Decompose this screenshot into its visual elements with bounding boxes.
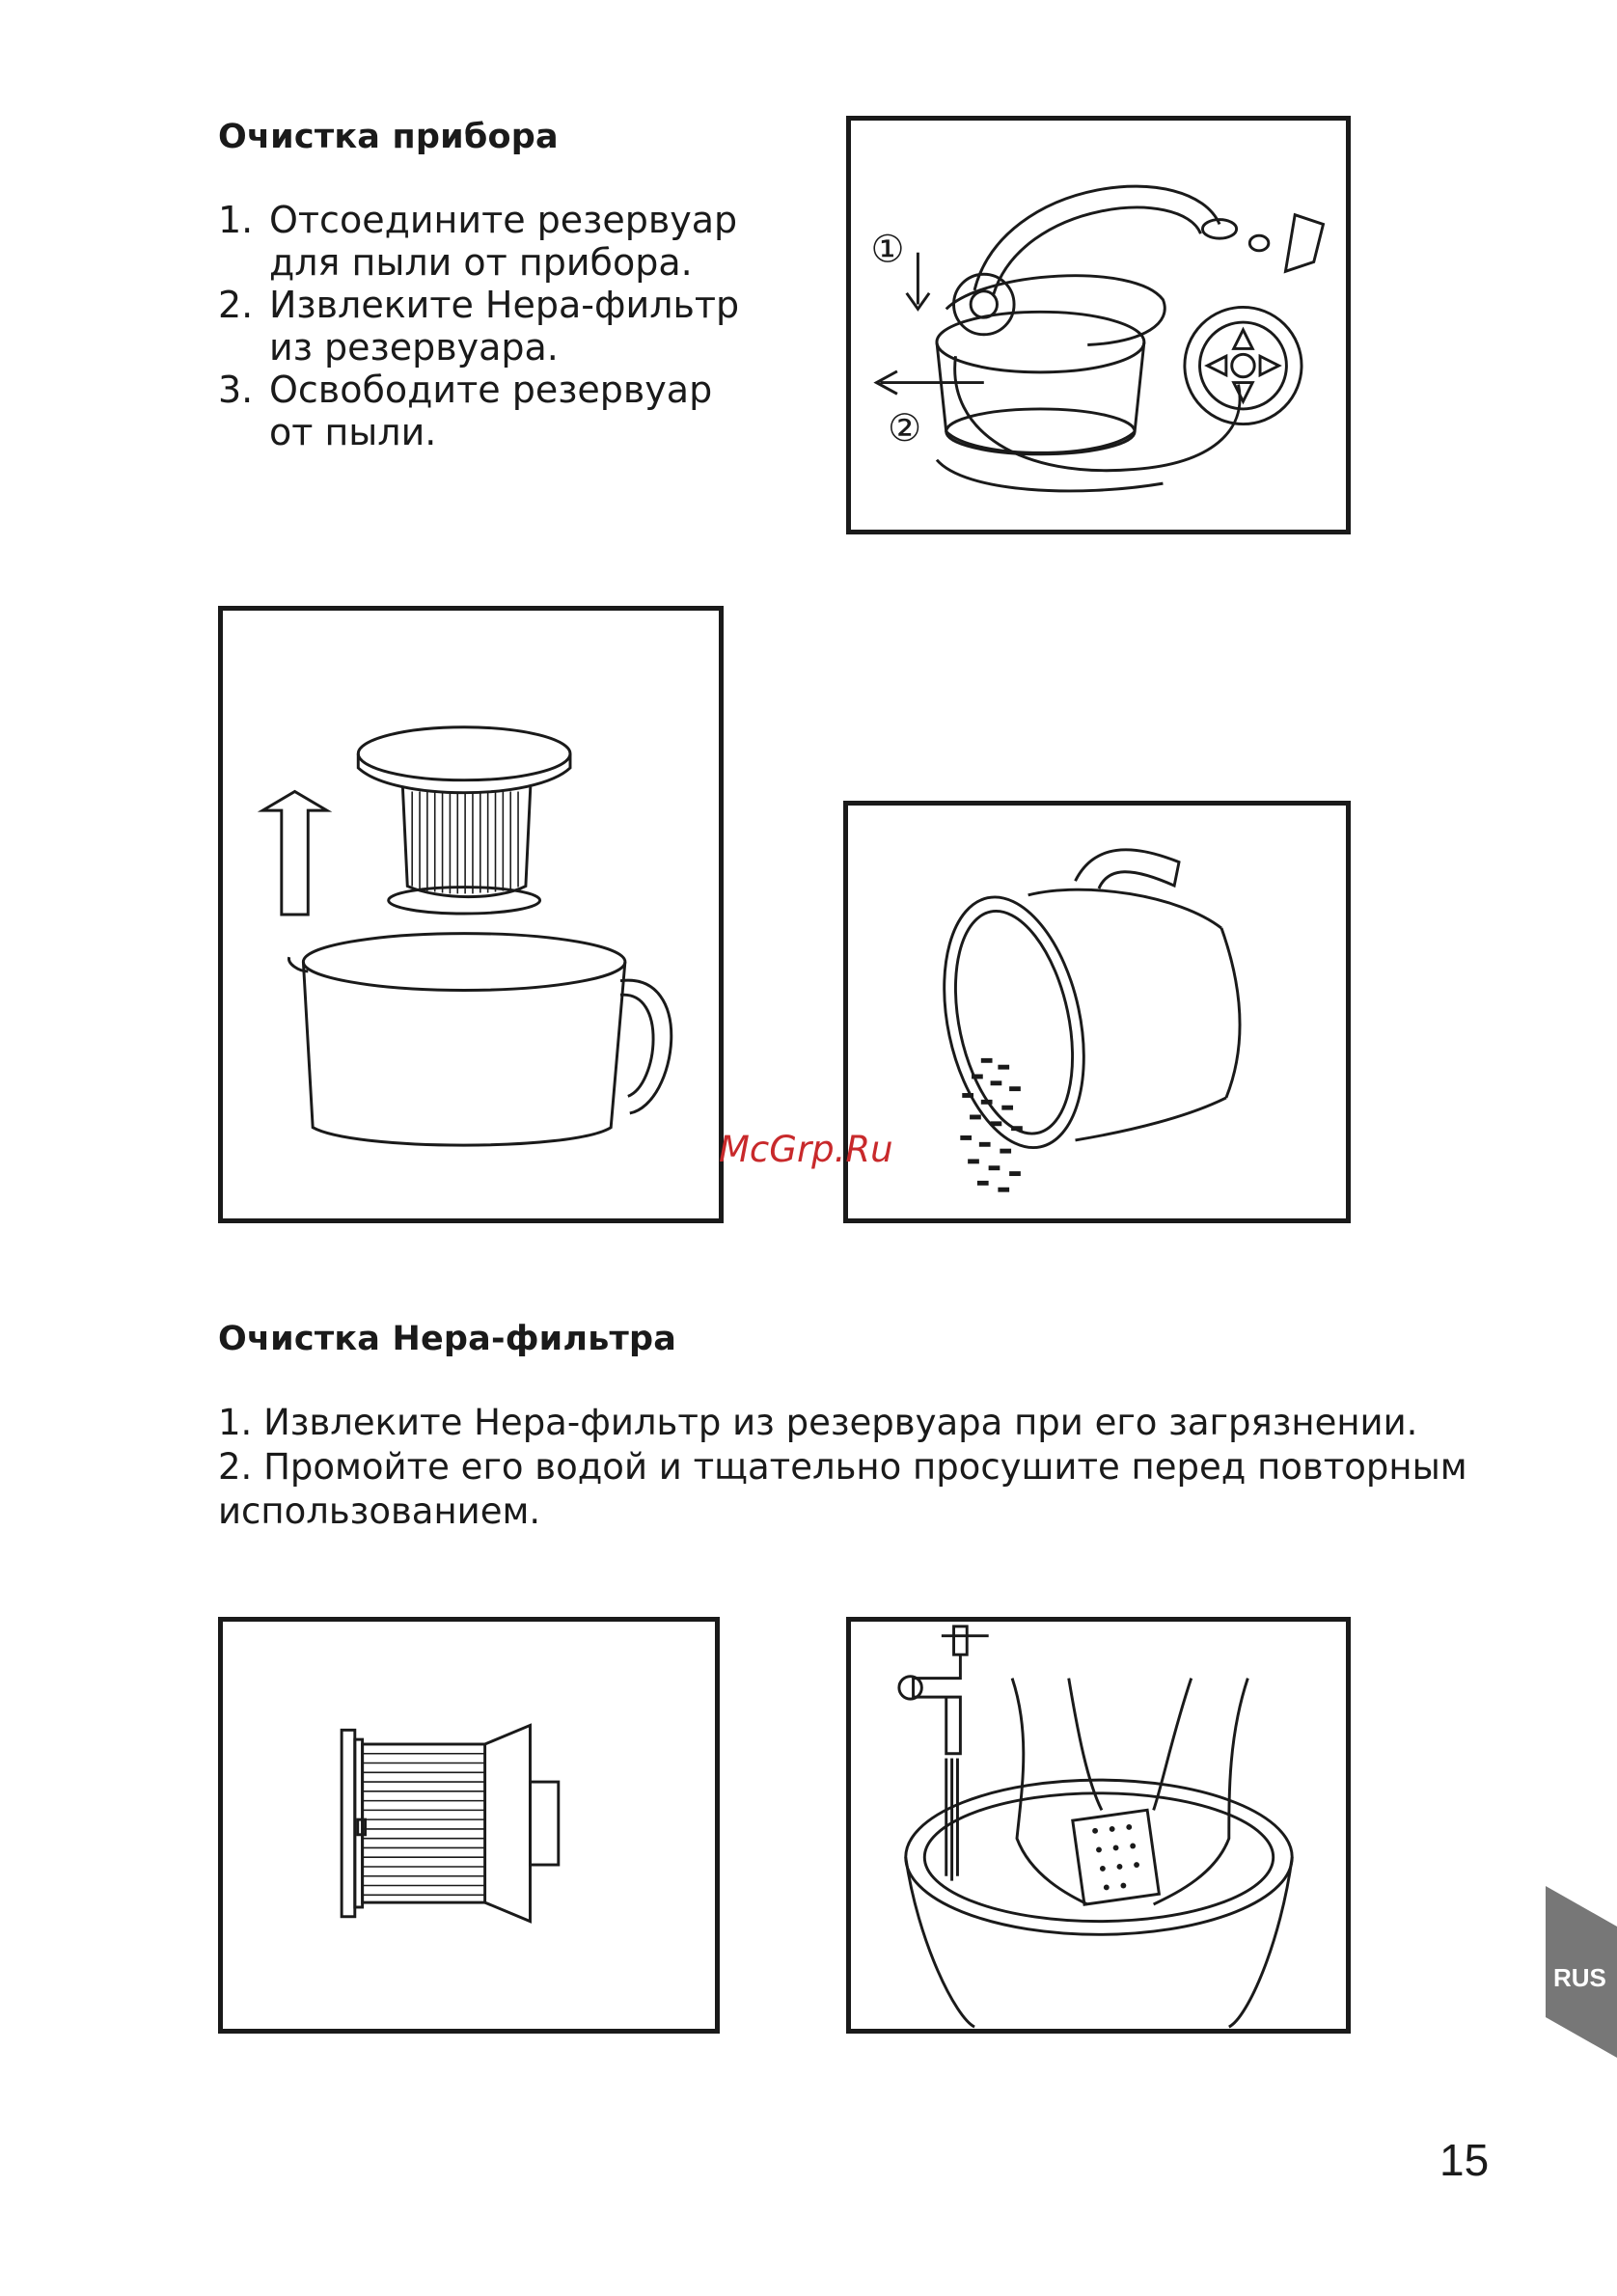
figure-wash-filter — [846, 1617, 1351, 2034]
device-cleaning-steps: 1. Отсоедините резервуар для пыли от при… — [218, 199, 739, 453]
step-text: Отсоедините резервуар — [269, 199, 738, 241]
step-text: Освободите резервуар — [269, 369, 713, 411]
tab-shape — [1546, 1886, 1617, 2058]
list-item: 3. Освободите резервуар от пыли. — [218, 369, 739, 453]
hepa-cleaning-text: 1. Извлеките Hepa-фильтр из резервуара п… — [218, 1401, 1467, 1534]
step-text: для пыли от прибора. — [269, 241, 693, 284]
language-label: RUS — [1553, 1963, 1606, 1992]
figure-empty-container — [843, 801, 1351, 1223]
section-title-hepa-cleaning: Очистка Hepa-фильтра — [218, 1320, 677, 1358]
figure-hepa-filter — [218, 1617, 720, 2034]
text-line: использованием. — [218, 1490, 541, 1532]
step-number: 3. — [218, 369, 254, 411]
watermark: McGrp.Ru — [719, 1129, 893, 1170]
washing-filter-illustration — [897, 1625, 1294, 2029]
page-number: 15 — [1439, 2135, 1490, 2185]
language-tab: RUS — [1546, 1886, 1617, 2058]
step-marker-2: ② — [888, 407, 921, 451]
list-item: 2. Извлеките Hepa-фильтр из резервуара. — [218, 284, 739, 369]
section-title-device-cleaning: Очистка прибора — [218, 118, 559, 156]
step-text: Извлеките Hepa-фильтр — [269, 284, 740, 326]
hepa-filter-illustration — [340, 1723, 561, 1924]
figure-vacuum-detach: ① ② — [846, 116, 1351, 534]
step-text: от пыли. — [269, 411, 437, 453]
step-number: 2. — [218, 284, 254, 326]
step-number: 1. — [218, 199, 254, 241]
list-item: 1. Отсоедините резервуар для пыли от при… — [218, 199, 739, 284]
figure-filter-removal — [218, 606, 724, 1223]
text-line: 1. Извлеките Hepa-фильтр из резервуара п… — [218, 1402, 1418, 1443]
text-line: 2. Промойте его водой и тщательно просуш… — [218, 1446, 1467, 1488]
vacuum-cleaner-illustration: ① ② — [871, 184, 1326, 493]
step-marker-1: ① — [871, 229, 905, 272]
filter-and-container-illustration — [257, 725, 673, 1147]
step-text: из резервуара. — [269, 326, 559, 369]
pouring-dust-illustration — [943, 848, 1242, 1192]
